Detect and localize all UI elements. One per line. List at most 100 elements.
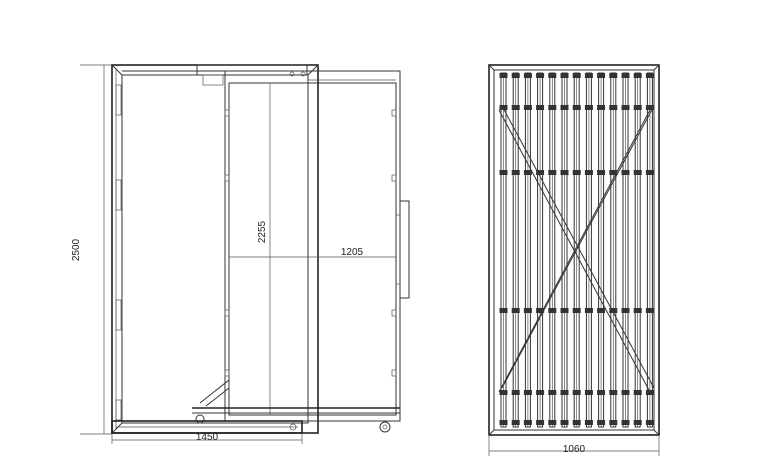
rack-clip: [572, 308, 581, 313]
rack-clip: [621, 390, 630, 395]
rack-clip: [499, 420, 508, 425]
rack-clip: [609, 170, 618, 175]
rack-clip: [560, 308, 569, 313]
rack-clip: [572, 170, 581, 175]
rack-clip: [645, 170, 654, 175]
rack-clip: [511, 73, 520, 78]
top-bracket: [196, 64, 308, 76]
rack-clip: [548, 105, 557, 110]
rack-clip: [523, 105, 532, 110]
inner-width-label: 1205: [341, 247, 364, 258]
rack-bar: [536, 72, 545, 428]
rack-clip: [584, 390, 593, 395]
rack-clip: [536, 390, 545, 395]
rack-clip: [560, 390, 569, 395]
rack-clip: [584, 308, 593, 313]
rack-clip: [597, 390, 606, 395]
rack-clip: [572, 390, 581, 395]
rack-clip: [536, 420, 545, 425]
rack-clip: [572, 73, 581, 78]
rack-clip: [645, 308, 654, 313]
rack-bar: [523, 72, 532, 428]
extended-rack-frame: [224, 70, 401, 422]
rack-clip: [645, 105, 654, 110]
rack-clip: [633, 170, 642, 175]
caster-wheel-left: [195, 414, 205, 424]
rack-clip: [536, 105, 545, 110]
rack-clip: [560, 420, 569, 425]
side-outer-frame: [488, 64, 660, 436]
rack-clip: [609, 308, 618, 313]
rack-clip: [560, 105, 569, 110]
rack-clip: [597, 170, 606, 175]
front-view: 2500: [71, 64, 410, 444]
rack-clip: [621, 308, 630, 313]
rack-clip: [572, 105, 581, 110]
rack-clip: [609, 73, 618, 78]
rack-clip: [536, 170, 545, 175]
rack-bar: [621, 72, 630, 428]
rack-clip: [633, 390, 642, 395]
rack-clip: [645, 73, 654, 78]
rack-clip: [584, 420, 593, 425]
rack-bar: [597, 72, 606, 428]
overall-height-dimension: 2500: [71, 64, 112, 435]
rack-bar: [584, 72, 593, 428]
front-outer-frame: [111, 64, 319, 434]
rack-bar: [560, 72, 569, 428]
overall-height-label: 2500: [71, 238, 82, 261]
rack-clip: [523, 308, 532, 313]
rack-clip: [536, 308, 545, 313]
rack-clip: [511, 390, 520, 395]
rack-clip: [548, 420, 557, 425]
rack-clip: [499, 170, 508, 175]
rack-clip: [511, 170, 520, 175]
rack-clip: [499, 308, 508, 313]
side-view: 1060: [488, 64, 660, 456]
rack-clip: [536, 73, 545, 78]
rack-clip: [584, 73, 593, 78]
rack-handle: [399, 200, 410, 299]
side-width-label: 1060: [563, 444, 586, 455]
front-inner-frame: [121, 74, 309, 424]
rack-clip: [621, 73, 630, 78]
rack-clip: [597, 420, 606, 425]
rack-clip: [633, 420, 642, 425]
rack-clip: [645, 420, 654, 425]
rack-clip: [523, 390, 532, 395]
rack-clip: [609, 390, 618, 395]
rack-clip: [584, 105, 593, 110]
rack-clip: [499, 73, 508, 78]
rack-clip: [523, 73, 532, 78]
rack-clip: [511, 420, 520, 425]
caster-wheel-right: [379, 421, 391, 433]
front-width-label: 1450: [196, 432, 219, 443]
rack-clip: [548, 308, 557, 313]
rack-bars: [499, 72, 654, 428]
rack-clip: [511, 308, 520, 313]
rack-clip: [609, 105, 618, 110]
rack-clip: [499, 105, 508, 110]
rack-clip: [499, 390, 508, 395]
rack-clip: [621, 105, 630, 110]
rack-clip: [633, 308, 642, 313]
rack-clip: [584, 170, 593, 175]
inner-height-label: 2255: [257, 220, 268, 243]
rack-bar: [609, 72, 618, 428]
rack-clip: [597, 73, 606, 78]
rack-bar: [572, 72, 581, 428]
rack-clip: [597, 105, 606, 110]
rack-clip: [523, 170, 532, 175]
rack-clip: [511, 105, 520, 110]
rack-bar: [645, 72, 654, 428]
rack-clip: [548, 170, 557, 175]
rack-clip: [633, 105, 642, 110]
rack-clip: [621, 420, 630, 425]
rack-clip: [621, 170, 630, 175]
rack-bar: [499, 72, 508, 428]
rack-bar: [511, 72, 520, 428]
base-rail: [111, 420, 303, 434]
rack-clip: [597, 308, 606, 313]
rack-bar: [548, 72, 557, 428]
